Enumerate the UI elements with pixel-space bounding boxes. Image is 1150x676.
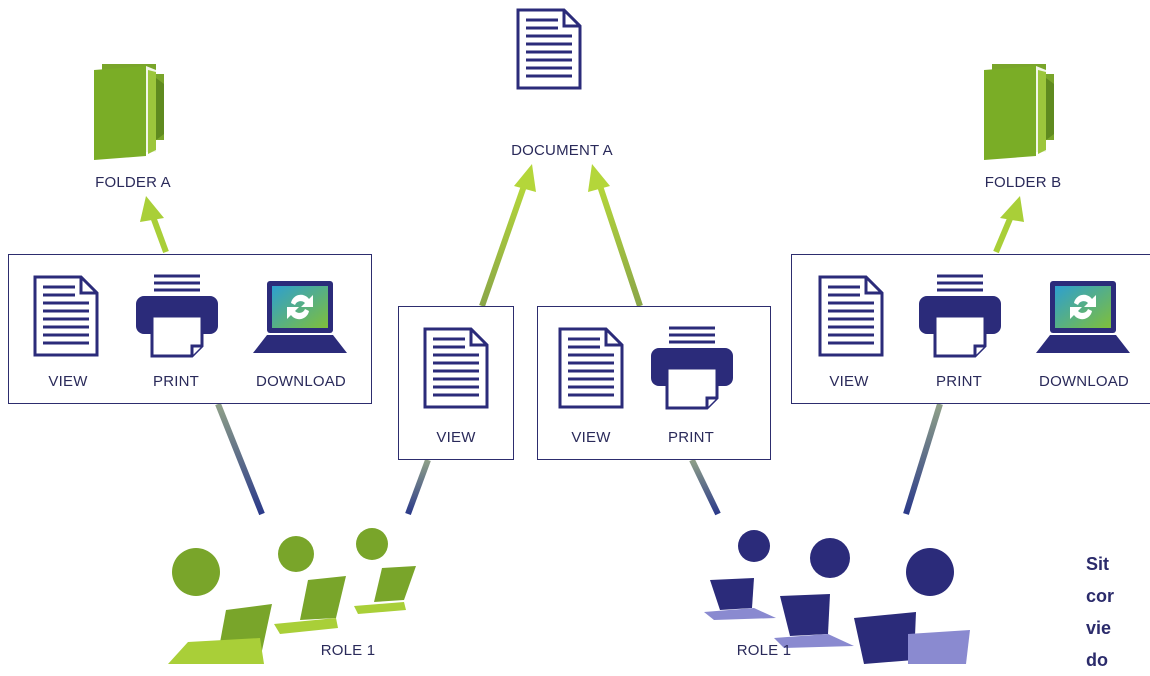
print-icon [918, 274, 1002, 358]
caption-line: vie [1086, 618, 1112, 638]
permission-box-folder-b: VIEW PRINT DOWNLOAD [791, 254, 1150, 404]
download-label: DOWNLOAD [256, 373, 346, 390]
view-label: VIEW [571, 429, 611, 446]
print-label: PRINT [936, 373, 982, 390]
view-icon [818, 275, 884, 357]
role-label-right: ROLE 1 [736, 642, 792, 659]
view-icon [558, 327, 624, 409]
permission-box-folder-a: VIEW PRINT DOWNLOAD [8, 254, 372, 404]
connector-lines [215, 402, 943, 516]
print-icon [650, 326, 734, 410]
document-a-label: DOCUMENT A [511, 142, 613, 159]
role-group-navy-users [704, 530, 970, 664]
folder-a-label: FOLDER A [95, 174, 171, 191]
print-label: PRINT [153, 373, 199, 390]
permission-box-document-view: VIEW [398, 306, 514, 460]
download-icon [1036, 281, 1130, 353]
view-label: VIEW [436, 429, 476, 446]
access-arrows [140, 164, 1024, 307]
caption-line: Sit [1086, 554, 1110, 574]
view-label: VIEW [48, 373, 88, 390]
role-group-green-users [168, 528, 416, 664]
folder-icon [984, 64, 1054, 160]
print-label: PRINT [668, 429, 714, 446]
view-icon [33, 275, 99, 357]
download-label: DOWNLOAD [1039, 373, 1129, 390]
caption-line: do [1086, 650, 1108, 670]
download-icon [253, 281, 347, 353]
view-label: VIEW [829, 373, 869, 390]
folder-b-label: FOLDER B [984, 174, 1062, 191]
caption-line: cor [1086, 586, 1115, 606]
role-label-left: ROLE 1 [320, 642, 376, 659]
view-icon [423, 327, 489, 409]
folder-icon [94, 64, 164, 160]
document-icon [516, 8, 582, 90]
caption-text: Sit cor vie do [1086, 548, 1150, 676]
permission-box-document-view-print: VIEW PRINT [537, 306, 771, 460]
print-icon [135, 274, 219, 358]
